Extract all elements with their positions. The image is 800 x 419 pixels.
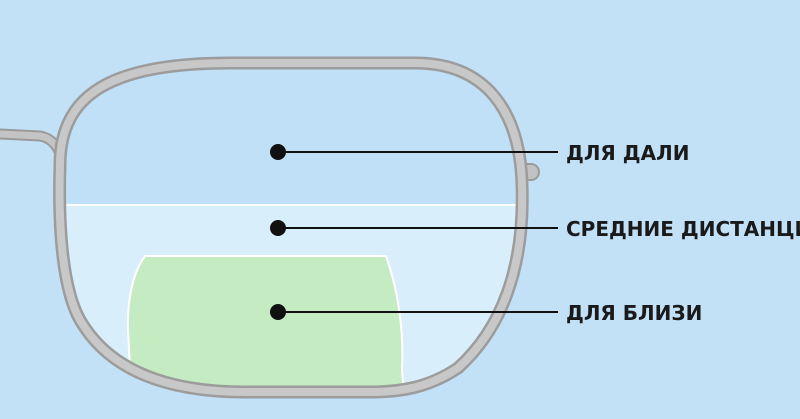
label-intermediate: СРЕДНИЕ ДИСТАНЦИИ [566, 217, 800, 241]
lens-frame-highlight [55, 59, 527, 396]
label-near: ДЛЯ БЛИЗИ [566, 301, 702, 325]
zone-near [126, 255, 407, 392]
zone-far [59, 63, 523, 205]
label-far: ДЛЯ ДАЛИ [566, 141, 689, 165]
lens-zones [59, 63, 523, 392]
